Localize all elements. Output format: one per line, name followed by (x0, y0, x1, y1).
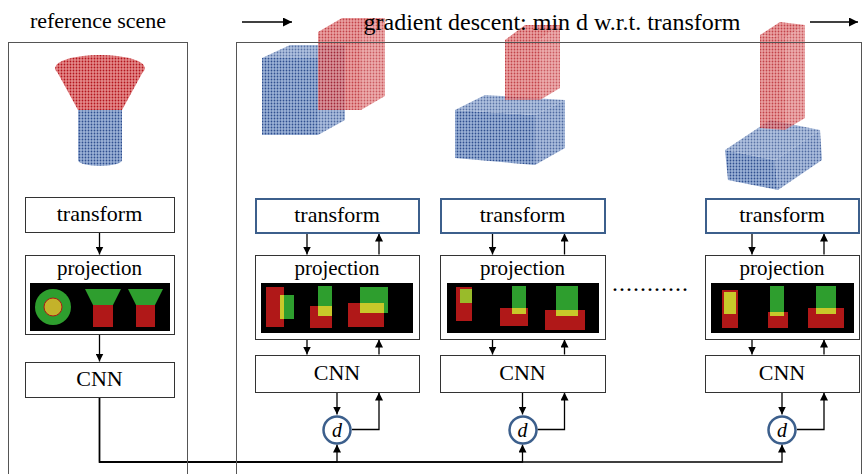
panel-heading: reference scene (30, 8, 166, 34)
node-label: transform (739, 203, 825, 227)
projection-box: projection (25, 255, 175, 335)
process-box: CNN (25, 362, 175, 398)
node-label: d (332, 419, 342, 441)
node-label: projection (294, 257, 379, 280)
flow-arrow (823, 234, 824, 255)
node-label: CNN (314, 361, 360, 385)
flow-arrow (99, 335, 100, 362)
node-label: CNN (759, 361, 805, 385)
flow-arrow (564, 234, 565, 255)
flow-arrow (100, 398, 523, 463)
projection-box: projection (705, 255, 860, 340)
node-label: d (518, 419, 528, 441)
node-label: transform (57, 202, 143, 226)
process-box: transform (25, 197, 175, 233)
flow-arrow (751, 234, 752, 255)
flow-arrow (100, 398, 783, 463)
flow-arrow (378, 340, 379, 355)
point-cloud (262, 18, 385, 135)
panel-frame: gradient descent: min d w.r.t. transform… (236, 42, 862, 474)
process-box: CNN (255, 355, 420, 393)
heading-row: reference scene (9, 8, 187, 34)
flow-arrow (492, 234, 493, 255)
transform-box: transform (440, 198, 606, 234)
point-cloud (455, 25, 565, 165)
flow-arrow (823, 340, 824, 355)
distance-circle: d (322, 415, 352, 445)
flow-arrow (751, 340, 752, 355)
projection-image (261, 283, 413, 333)
flow-arrow (378, 234, 379, 255)
flow-arrow (538, 393, 565, 430)
flow-arrow (492, 340, 493, 355)
projection-image (447, 283, 599, 333)
node-label: transform (294, 203, 380, 227)
flow-arrow (306, 234, 307, 255)
flow-arrow (522, 393, 523, 415)
distance-circle: d (508, 415, 538, 445)
projection-box: projection (255, 255, 420, 340)
process-box: CNN (440, 355, 606, 393)
flow-arrow (336, 393, 337, 415)
process-box: CNN (705, 355, 860, 393)
node-label: d (777, 419, 787, 441)
projection-image (711, 283, 854, 333)
flow-arrow (99, 233, 100, 255)
node-label: projection (480, 257, 565, 280)
ellipsis-label: ........... (612, 270, 689, 297)
point-cloud (55, 55, 145, 166)
node-label: CNN (499, 361, 545, 385)
transform-box: transform (705, 198, 860, 234)
flow-arrow (352, 393, 379, 430)
projection-box: projection (440, 255, 606, 340)
node-label: transform (480, 203, 566, 227)
heading-row: gradient descent: min d w.r.t. transform (293, 8, 811, 37)
transform-box: transform (255, 198, 420, 234)
flow-arrow (797, 393, 824, 430)
node-label: CNN (76, 367, 122, 391)
flow-arrow (564, 340, 565, 355)
panel-frame: reference scenetransformprojectionCNN (8, 42, 188, 474)
flow-arrow (306, 340, 307, 355)
distance-circle: d (767, 415, 797, 445)
flow-arrow (781, 393, 782, 415)
flow-arrow (100, 398, 338, 463)
node-label: projection (57, 257, 142, 280)
panel-heading: gradient descent: min d w.r.t. transform (363, 8, 740, 37)
node-label: projection (739, 257, 824, 280)
projection-image (30, 283, 170, 331)
point-cloud (725, 22, 822, 190)
